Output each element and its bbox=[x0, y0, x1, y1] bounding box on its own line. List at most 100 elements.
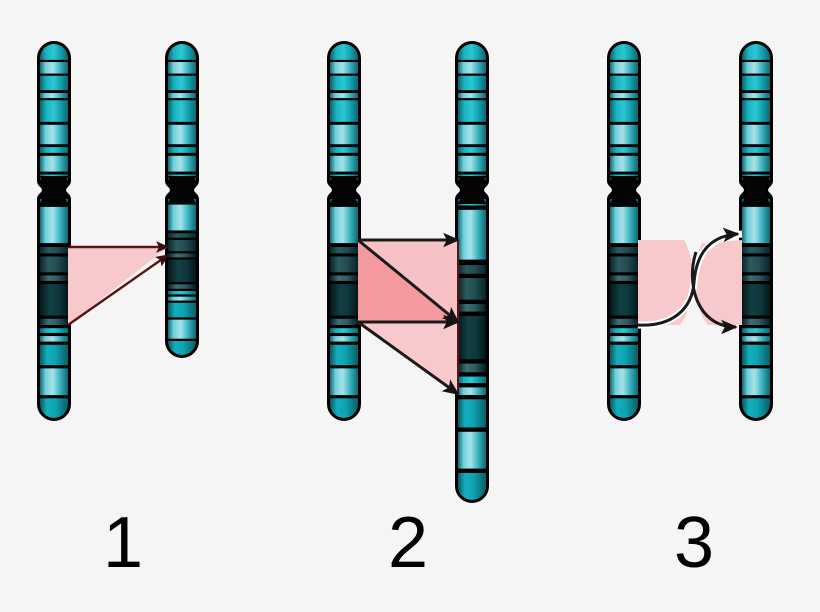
band bbox=[742, 100, 770, 122]
band bbox=[168, 340, 196, 355]
chromosome-3-right bbox=[739, 41, 773, 421]
band bbox=[40, 100, 68, 122]
chromosome-2-left bbox=[327, 41, 361, 421]
band bbox=[168, 204, 196, 231]
band bbox=[40, 344, 68, 366]
band bbox=[610, 368, 638, 396]
band bbox=[610, 344, 638, 366]
band bbox=[742, 62, 770, 74]
band bbox=[610, 62, 638, 74]
chromosome-1-left-p-arm bbox=[40, 44, 68, 180]
band bbox=[610, 100, 638, 122]
band bbox=[458, 278, 486, 300]
band bbox=[610, 284, 638, 316]
arrow-2-diagonal[interactable] bbox=[357, 238, 460, 324]
band bbox=[610, 147, 638, 153]
band bbox=[330, 44, 358, 60]
chromosome-2-left-q-arm bbox=[330, 199, 358, 418]
chromosome-3-left-p-arm bbox=[610, 44, 638, 180]
band bbox=[610, 124, 638, 145]
chromosome-2-left-centromere bbox=[329, 176, 359, 204]
band bbox=[742, 328, 770, 333]
band bbox=[458, 387, 486, 395]
band bbox=[330, 124, 358, 145]
band bbox=[330, 344, 358, 366]
band bbox=[40, 368, 68, 396]
band bbox=[168, 259, 196, 283]
band bbox=[742, 284, 770, 316]
band bbox=[458, 363, 486, 373]
shaded-left-segment bbox=[638, 240, 693, 325]
band bbox=[610, 275, 638, 281]
shaded-transfer-region bbox=[68, 247, 168, 325]
band bbox=[742, 44, 770, 60]
band bbox=[40, 328, 68, 333]
chromosome-3-left-q-arm bbox=[610, 199, 638, 418]
arrow-overlay-group bbox=[67, 227, 743, 396]
band bbox=[330, 206, 358, 244]
band bbox=[40, 275, 68, 281]
band bbox=[40, 256, 68, 273]
arrow-1-lower[interactable] bbox=[67, 254, 170, 326]
band bbox=[168, 319, 196, 339]
band bbox=[168, 100, 196, 122]
band bbox=[330, 75, 358, 91]
band bbox=[330, 93, 358, 99]
chromosome-1-left-q-arm bbox=[40, 199, 68, 418]
band bbox=[458, 472, 486, 500]
band bbox=[610, 328, 638, 333]
band bbox=[742, 368, 770, 396]
chromosome-1-left-centromere bbox=[39, 176, 69, 204]
chromosome-2-right-p-arm bbox=[458, 44, 486, 180]
band bbox=[168, 291, 196, 295]
band bbox=[610, 44, 638, 60]
band bbox=[458, 431, 486, 469]
chromosome-3-right-centromere bbox=[741, 176, 771, 204]
band bbox=[458, 75, 486, 91]
band bbox=[742, 336, 770, 342]
band bbox=[330, 100, 358, 122]
arrow-2-lower[interactable] bbox=[357, 320, 460, 396]
panel-label-3: 3 bbox=[674, 503, 714, 583]
band bbox=[168, 75, 196, 91]
band bbox=[458, 376, 486, 384]
band bbox=[330, 398, 358, 418]
chromosome-3-right-q-arm bbox=[742, 199, 770, 418]
band bbox=[40, 44, 68, 60]
band bbox=[168, 93, 196, 99]
band bbox=[40, 75, 68, 91]
band bbox=[168, 233, 196, 238]
chromosome-3-left-centromere bbox=[609, 176, 639, 204]
chromosome-1-right bbox=[165, 41, 199, 358]
band bbox=[168, 62, 196, 74]
band bbox=[458, 62, 486, 74]
band bbox=[742, 206, 770, 244]
chromosome-1-right-q-arm bbox=[168, 199, 196, 355]
band bbox=[458, 209, 486, 260]
chromosome-1-left bbox=[37, 41, 71, 421]
band bbox=[742, 275, 770, 281]
band bbox=[330, 368, 358, 396]
band bbox=[610, 318, 638, 326]
band bbox=[330, 336, 358, 342]
band bbox=[610, 206, 638, 244]
band bbox=[168, 239, 196, 252]
panel-label-2: 2 bbox=[388, 503, 428, 583]
arrow-3-lower[interactable] bbox=[690, 251, 738, 335]
band bbox=[742, 398, 770, 418]
band bbox=[40, 247, 68, 254]
band bbox=[40, 155, 68, 172]
band bbox=[330, 275, 358, 281]
band bbox=[458, 44, 486, 60]
band bbox=[168, 155, 196, 172]
band bbox=[168, 302, 196, 318]
chromosome-3-right-p-arm bbox=[742, 44, 770, 180]
chromosome-1-right-p-arm bbox=[168, 44, 196, 180]
band bbox=[458, 100, 486, 122]
chromosome-2-left-p-arm bbox=[330, 44, 358, 180]
band bbox=[742, 124, 770, 145]
band bbox=[458, 315, 486, 360]
band bbox=[40, 398, 68, 418]
